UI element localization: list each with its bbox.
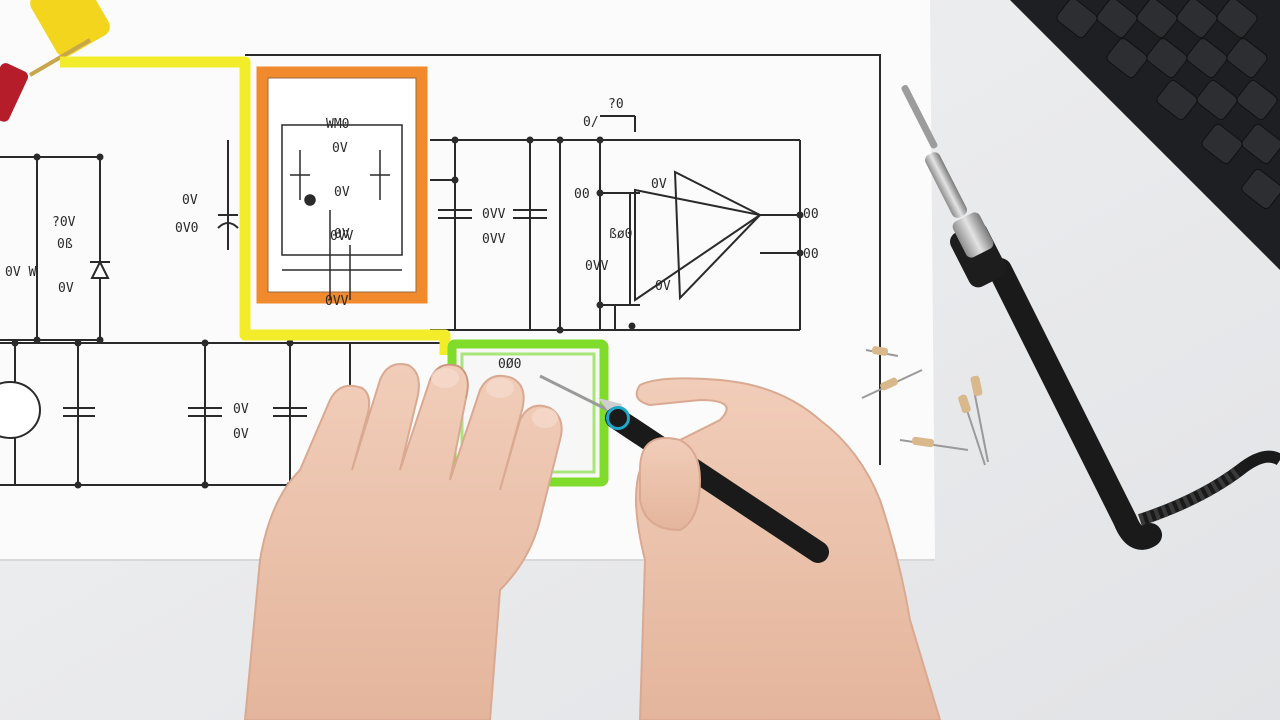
- schematic-labels: 0V 0V0 ?0V 0ß 0V W 0V 0V 0V 0V 0VV 0VV 0…: [5, 97, 819, 442]
- label-0vv-d: 0VV: [325, 294, 349, 309]
- label-0v-d: 0V: [334, 185, 350, 200]
- label-0v-a: 0V: [182, 193, 198, 208]
- label-00-b: 00: [803, 207, 819, 222]
- label-0vv-a: 0VV: [482, 207, 506, 222]
- label-0vv-b: 0VV: [482, 232, 506, 247]
- label-00-a: 00: [574, 187, 590, 202]
- label-0-slash: 0/: [583, 115, 599, 130]
- label-0o0: 0Ø0: [498, 357, 521, 372]
- probe-pen: [539, 374, 829, 563]
- label-sso0: ßø0: [609, 227, 632, 242]
- label-0v0: 0V0: [175, 221, 198, 236]
- schematic-wiring: [0, 54, 881, 486]
- label-0v-c: 0V: [332, 141, 348, 156]
- yellow-highlight-trace: [60, 56, 451, 355]
- label-0ss: 0ß: [57, 237, 73, 252]
- orange-highlight-box: [256, 66, 428, 304]
- label-00-c: 00: [803, 247, 819, 262]
- resistors: [861, 346, 989, 466]
- label-0vw: 0V W: [5, 265, 36, 280]
- label-0vv-e: 0VV: [330, 229, 354, 244]
- label-0v-h: 0V: [651, 177, 667, 192]
- left-hand: [243, 363, 563, 720]
- label-0v-b: 0V: [58, 281, 74, 296]
- label-0v-f: 0V: [233, 402, 249, 417]
- label-wm0: WM0: [326, 117, 349, 132]
- keyboard: [1010, 0, 1280, 270]
- label-0v-i: 0V: [655, 279, 671, 294]
- soldering-iron: [901, 85, 1280, 550]
- label-q0v: ?0V: [52, 215, 76, 230]
- right-hand-fingers: [639, 437, 702, 532]
- label-q0: ?0: [608, 97, 624, 112]
- label-0vv-c: 0VV: [585, 259, 609, 274]
- junction-dots: [11, 136, 804, 489]
- label-0v-g: 0V: [233, 427, 249, 442]
- label-0v-e: 0V: [334, 227, 350, 242]
